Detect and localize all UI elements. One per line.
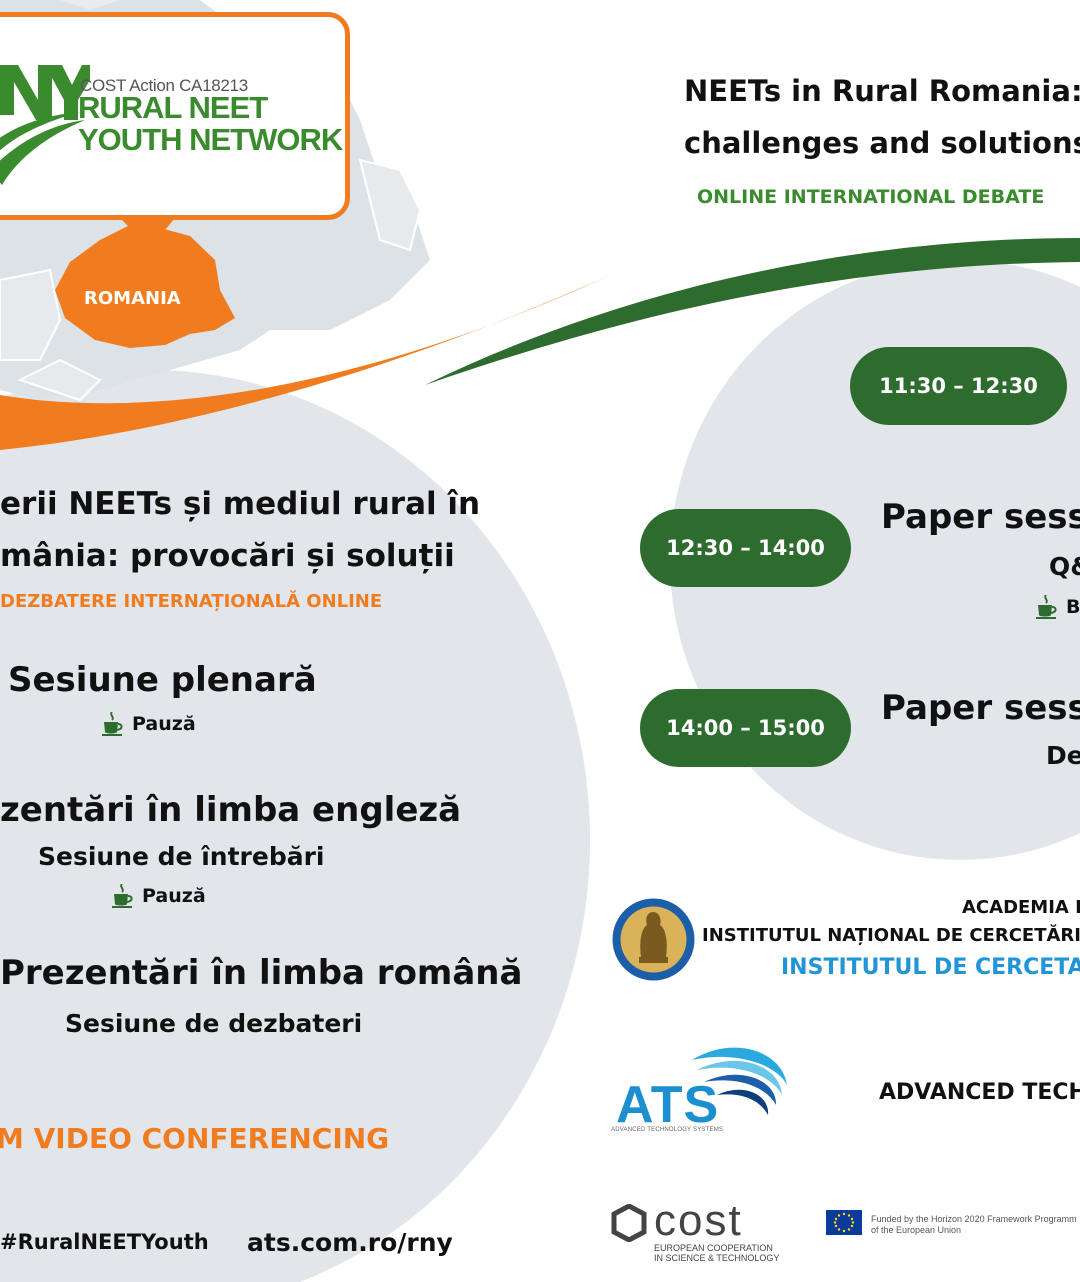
romania-label: ROMANIA (84, 288, 181, 309)
break-label: B (1066, 596, 1080, 618)
ats-company-name: ADVANCED TECH (879, 1080, 1080, 1105)
romania-shape (55, 225, 235, 348)
time-pill-3: 14:00 – 15:00 (640, 689, 851, 767)
ats-globe-icon (692, 1047, 787, 1115)
eu-flag-icon (826, 1210, 862, 1235)
cost-sub2: IN SCIENCE & TECHNOLOGY (654, 1253, 780, 1263)
platform-label: M VIDEO CONFERENCING (0, 1122, 390, 1155)
ro-session-2-title: zentări în limba engleză (0, 790, 462, 830)
coffee-cup-icon (112, 884, 133, 908)
coffee-cup-icon (102, 712, 123, 736)
title-ro-line2: mânia: provocări și soluții (0, 538, 455, 574)
subtitle-ro: DEZBATERE INTERNAȚIONALĂ ONLINE (0, 591, 383, 612)
hashtag: #RuralNEETYouth (0, 1230, 209, 1254)
coffee-cup-icon (1036, 595, 1057, 619)
ats-tagline: ADVANCED TECHNOLOGY SYSTEMS (611, 1127, 724, 1133)
title-ro-line1: erii NEETs și mediul rural în (0, 486, 481, 522)
ro-session-1-break: Pauză (102, 712, 196, 736)
eu-funding-line1: Funded by the Horizon 2020 Framework Pro… (871, 1214, 1077, 1224)
eu-funding-line2: of the European Union (871, 1225, 962, 1235)
academy-line1: ACADEMIA I (962, 897, 1080, 918)
rural-neet-logo-icon (0, 65, 90, 185)
ro-session-2-break: Pauză (112, 884, 206, 908)
logo-rural-neet: RURAL NEET (78, 90, 268, 125)
time-pill-2: 12:30 – 14:00 (640, 509, 851, 587)
paper-session-2-sub: De (1046, 741, 1080, 770)
cost-logo: cost (654, 1196, 743, 1245)
green-swoosh (425, 238, 1080, 385)
academy-line3: INSTITUTUL DE CERCETA (781, 955, 1080, 980)
left-background-ellipse (0, 370, 590, 1282)
ats-logo: ATS (616, 1076, 720, 1134)
cost-action-label: COST Action CA18213 (80, 76, 248, 95)
ro-session-2-sub: Sesiune de întrebări (38, 842, 325, 871)
title-en-line1: NEETs in Rural Romania: (684, 74, 1080, 108)
break-label: Pauză (132, 713, 196, 735)
paper-session-2-title: Paper sessi (881, 688, 1080, 728)
orange-swoosh (0, 276, 608, 450)
break-label: Pauză (142, 885, 206, 907)
ro-session-3-title: Prezentări în limba română (0, 953, 523, 993)
ro-session-3-sub: Sesiune de dezbateri (65, 1009, 363, 1038)
event-url[interactable]: ats.com.ro/rny (247, 1228, 453, 1257)
logo-youth-network: YOUTH NETWORK (78, 122, 343, 157)
academy-line2: INSTITUTUL NAȚIONAL DE CERCETĂRI (702, 925, 1080, 946)
paper-session-1-break: B (1036, 595, 1080, 619)
paper-session-1-title: Paper sessi (881, 497, 1080, 537)
cost-logo-icon (611, 1204, 647, 1242)
academy-seal-icon (612, 898, 695, 981)
subtitle-en: ONLINE INTERNATIONAL DEBATE (697, 186, 1045, 208)
ro-session-1-title: Sesiune plenară (8, 660, 317, 700)
cost-sub1: EUROPEAN COOPERATION (654, 1243, 773, 1253)
title-en-line2: challenges and solutions (684, 126, 1080, 160)
paper-session-1-sub: Q& (1049, 552, 1080, 581)
time-pill-1: 11:30 – 12:30 (850, 347, 1067, 425)
